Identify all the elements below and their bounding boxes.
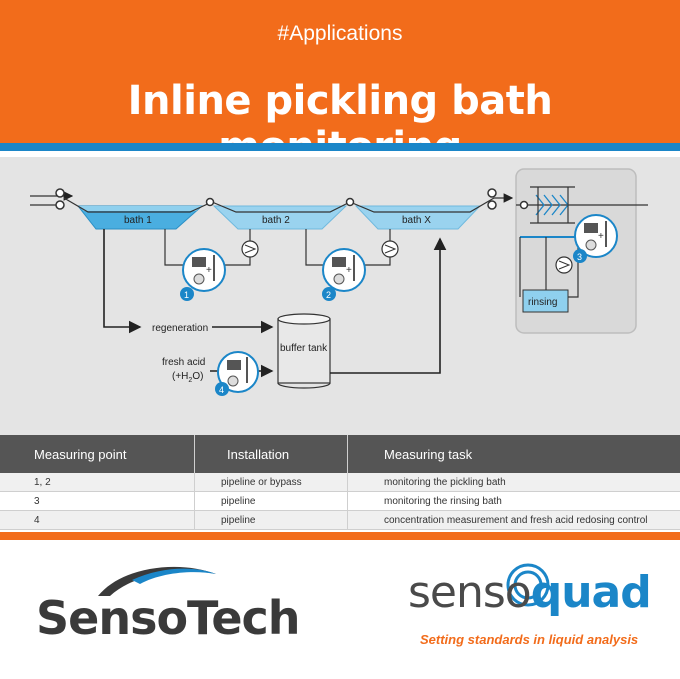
sensor-icon: + [182,248,226,292]
bath-x-label: bath X [402,215,431,226]
svg-text:+: + [598,231,604,242]
svg-text:+: + [346,265,352,276]
strip-path [63,197,495,213]
logo-footer [0,540,680,679]
sensor-icon: + [574,214,618,258]
table-header: Measuring task [347,435,680,473]
roller-icon [55,188,529,210]
table-row: 4 pipeline concentration measurement and… [0,510,680,530]
buffer-tank-label: buffer tank [280,343,328,354]
measuring-point-1-label: 1 [184,290,189,300]
orange-divider [0,532,680,540]
sensor-icon [217,351,259,393]
table-row: 1, 2 pipeline or bypass monitoring the p… [0,473,680,492]
measuring-point-2-label: 2 [326,290,331,300]
table-header: Measuring point [0,435,195,473]
measuring-point-2-marker [322,287,336,301]
rinsing-label: rinsing [528,297,557,308]
measuring-point-3-marker [573,249,587,263]
header-banner [0,0,680,143]
fresh-acid-label: fresh acid [162,357,205,368]
table-row: 3 pipeline monitoring the rinsing bath [0,491,680,511]
sensotech-arc-icon [98,566,216,596]
sensoquad-logo: sensoquad [408,567,652,618]
sensoquad-tagline: Setting standards in liquid analysis [420,632,639,647]
table-header: Installation [194,435,348,473]
measuring-point-3-label: 3 [577,252,582,262]
measuring-point-1-marker [180,287,194,301]
buffer-tank [277,313,331,389]
hashtag-applications: #Applications [277,22,403,45]
svg-text:+: + [206,265,212,276]
sensoquad-signal-icon [506,563,550,607]
process-diagram: bath 1 bath 2 bath X rinsing [30,168,648,396]
svg-text:(+H2O): (+H2O) [172,371,203,384]
bath-2-label: bath 2 [262,215,290,226]
measuring-table: Measuring point Installation Measuring t… [0,435,680,530]
measuring-point-4-label: 4 [219,385,224,395]
sensor-icon: + [322,248,366,292]
fresh-acid-formula: (+H [172,371,188,382]
bath-1-label: bath 1 [124,215,152,226]
regeneration-label: regeneration [152,323,208,334]
blue-divider [0,143,680,151]
measuring-point-4-marker [215,382,229,396]
sensotech-logo: SensoTech [36,591,301,645]
